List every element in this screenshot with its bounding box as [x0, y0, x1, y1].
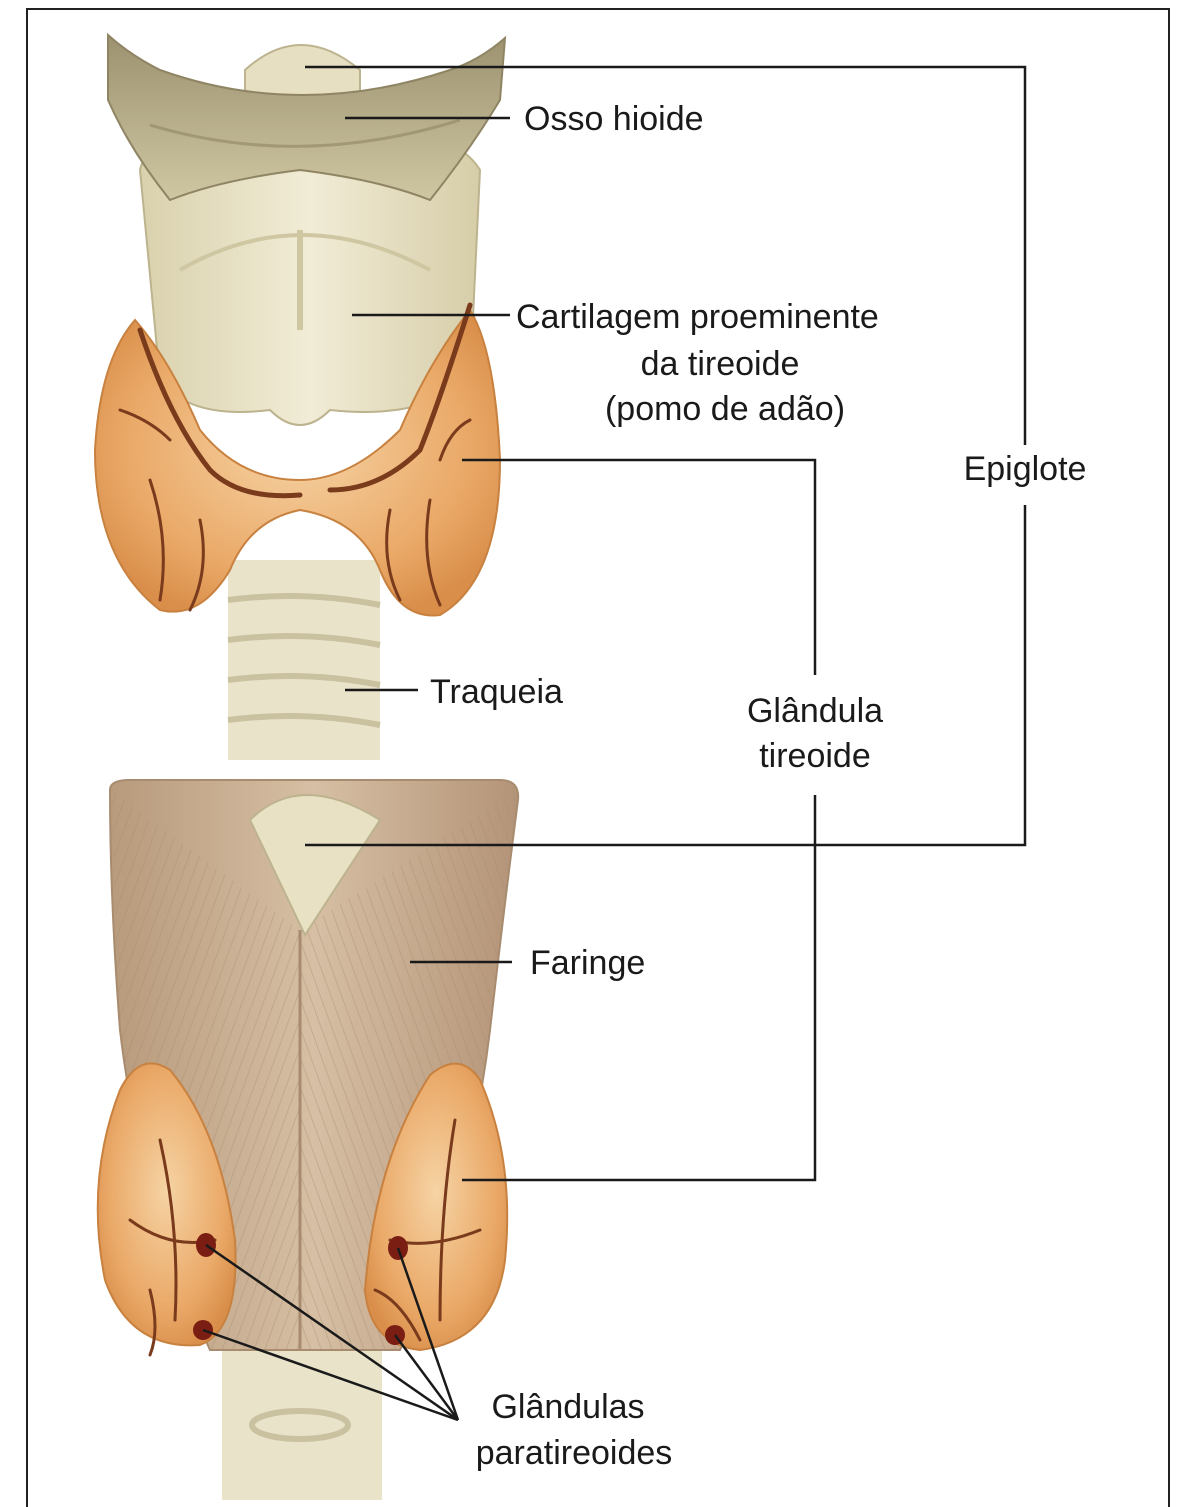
label-trachea: Traqueia [430, 673, 563, 711]
anterior-view [95, 35, 505, 760]
label-parathyroid-line2: paratireoides [476, 1434, 673, 1472]
label-hyoid-bone: Osso hioide [524, 100, 704, 138]
labels: Osso hioide Cartilagem proeminente da ti… [430, 100, 1086, 1472]
label-thyroid-gland-line1: Glândula [747, 692, 883, 730]
label-parathyroid-line1: Glândulas [491, 1388, 644, 1426]
label-thyroid-gland-line2: tireoide [759, 737, 871, 775]
label-thyroid-cartilage-line3: (pomo de adão) [605, 390, 845, 428]
label-epiglottis: Epiglote [964, 450, 1087, 488]
label-thyroid-cartilage-line2: da tireoide [641, 345, 800, 383]
label-pharynx: Faringe [530, 944, 645, 982]
trachea [228, 560, 380, 760]
label-thyroid-cartilage-line1: Cartilagem proeminente [516, 298, 879, 336]
posterior-view [98, 780, 518, 1500]
